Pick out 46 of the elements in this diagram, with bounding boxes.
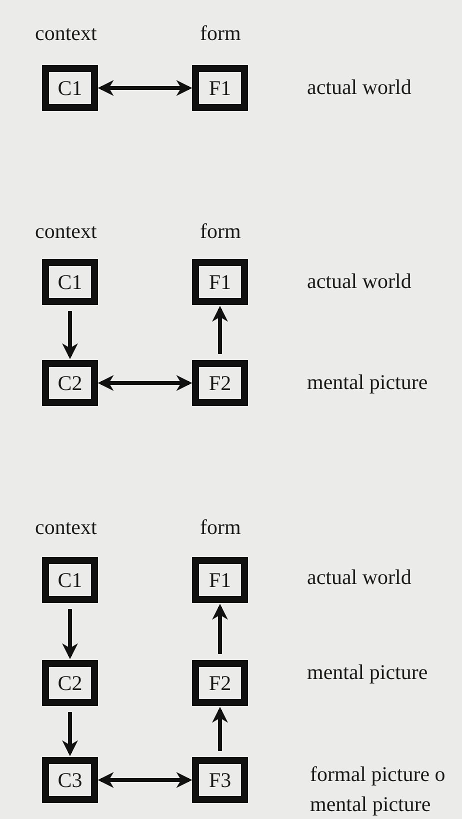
process-box [42, 557, 98, 603]
process-box [192, 660, 248, 706]
row-label: mental picture [307, 659, 428, 686]
box-label: F1 [208, 78, 232, 98]
box-label: C1 [58, 78, 82, 98]
row-label: actual world [307, 74, 412, 100]
process-box [42, 259, 98, 305]
process-box [42, 757, 98, 803]
arrow [62, 712, 78, 756]
row-label: form [200, 514, 241, 540]
row-label: actual world [307, 268, 412, 294]
box-label: C1 [58, 272, 82, 292]
process-box [42, 65, 98, 111]
row-label: mental picture [307, 369, 428, 396]
arrow [98, 80, 192, 96]
process-box [42, 660, 98, 706]
arrow [98, 772, 192, 788]
arrow [212, 706, 228, 751]
arrow [62, 311, 78, 360]
process-box [192, 557, 248, 603]
process-box [42, 360, 98, 406]
box-label: C2 [58, 372, 82, 394]
row-label: form [200, 218, 241, 244]
arrow [212, 604, 228, 654]
row-label: form [200, 20, 241, 46]
process-box [192, 757, 248, 803]
row-label: formal picture o [310, 761, 446, 788]
box-label: F2 [208, 672, 232, 694]
row-label: context [35, 514, 97, 540]
arrow [62, 609, 78, 660]
box-label: F3 [208, 770, 232, 790]
process-box [192, 259, 248, 305]
arrow [212, 306, 228, 354]
box-label: F2 [208, 372, 232, 394]
box-label: F1 [208, 272, 232, 292]
process-box [192, 360, 248, 406]
row-label: mental picture [310, 791, 431, 818]
box-label: C3 [58, 770, 82, 790]
box-label: F1 [208, 570, 232, 590]
box-label: C2 [58, 672, 82, 694]
row-label: context [35, 218, 97, 244]
process-box [192, 65, 248, 111]
box-label: C1 [58, 570, 82, 590]
row-label: context [35, 20, 97, 46]
arrow [98, 375, 192, 391]
row-label: actual world [307, 564, 412, 590]
